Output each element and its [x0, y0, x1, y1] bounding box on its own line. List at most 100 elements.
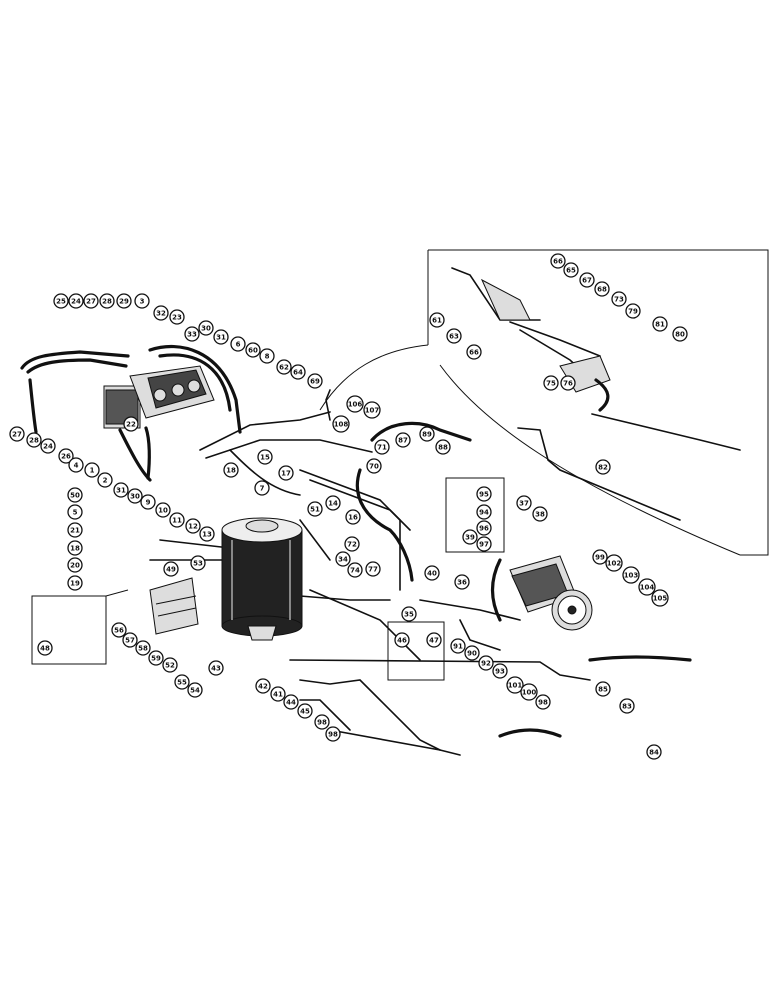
- callout-label: 98: [317, 719, 327, 727]
- callout-label: 30: [130, 493, 140, 501]
- callout-label: 41: [273, 691, 283, 699]
- callout-label: 57: [125, 637, 135, 645]
- callout-label: 24: [43, 443, 53, 451]
- callout-circle: [532, 506, 548, 522]
- callout-label: 54: [190, 687, 200, 695]
- callout-c49a: 49: [163, 561, 179, 577]
- callout-c77: 77: [365, 561, 381, 577]
- callout-c81: 81: [652, 316, 668, 332]
- callout-circle: [395, 432, 411, 448]
- callout-c40: 40: [424, 565, 440, 581]
- callout-circle: [67, 557, 83, 573]
- callout-c13: 13: [199, 526, 215, 542]
- callout-label: 72: [347, 541, 357, 549]
- callout-label: 68: [597, 286, 607, 294]
- callout-circle: [230, 336, 246, 352]
- callout-label: 3: [140, 298, 145, 306]
- callout-c18b: 18: [67, 540, 83, 556]
- callout-circle: [366, 458, 382, 474]
- callout-c91: 91: [450, 638, 466, 654]
- callout-label: 91: [453, 643, 463, 651]
- callout-label: 22: [126, 421, 136, 429]
- callout-label: 15: [260, 454, 270, 462]
- callout-circle: [563, 262, 579, 278]
- callout-circle: [223, 462, 239, 478]
- callout-circle: [67, 540, 83, 556]
- callout-c101: 101: [506, 676, 524, 694]
- callout-c20: 20: [67, 557, 83, 573]
- callout-circle: [605, 554, 623, 572]
- callout-c80: 80: [672, 326, 688, 342]
- callout-circle: [199, 526, 215, 542]
- hose-70-71: [355, 468, 414, 582]
- callout-c21: 21: [67, 522, 83, 538]
- callout-circle: [325, 495, 341, 511]
- callout-label: 31: [116, 487, 126, 495]
- callout-label: 7: [260, 485, 265, 493]
- callout-c47: 47: [426, 632, 442, 648]
- callout-circle: [290, 364, 306, 380]
- callout-c103: 103: [622, 566, 640, 584]
- callout-label: 44: [286, 699, 296, 707]
- callout-label: 83: [622, 703, 632, 711]
- callout-circle: [424, 565, 440, 581]
- callout-circle: [111, 622, 127, 638]
- callout-circle: [259, 348, 275, 364]
- callout-label: 47: [429, 637, 439, 645]
- callout-circle: [37, 640, 53, 656]
- callout-label: 56: [114, 627, 124, 635]
- callout-c53: 53: [190, 555, 206, 571]
- callout-label: 97: [479, 541, 489, 549]
- callout-label: 81: [655, 321, 665, 329]
- callout-label: 88: [438, 444, 448, 452]
- callout-circle: [83, 293, 99, 309]
- callout-circle: [297, 703, 313, 719]
- callout-c106: 106: [346, 395, 364, 413]
- callout-c96: 96: [476, 520, 492, 536]
- callout-label: 95: [479, 491, 489, 499]
- callout-label: 90: [467, 650, 477, 658]
- callout-circle: [67, 575, 83, 591]
- callout-circle: [169, 309, 185, 325]
- callout-circle: [535, 694, 551, 710]
- callout-c92: 92: [478, 655, 494, 671]
- callout-circle: [283, 694, 299, 710]
- callout-circle: [67, 504, 83, 520]
- callout-c99: 99: [592, 549, 608, 565]
- callout-c12: 12: [185, 518, 201, 534]
- callout-c33: 33: [184, 326, 200, 342]
- callout-label: 33: [187, 331, 197, 339]
- callout-label: 108: [334, 421, 349, 429]
- callout-label: 58: [138, 645, 148, 653]
- callout-circle: [307, 501, 323, 517]
- callout-c107: 107: [363, 401, 381, 419]
- callout-c98c: 98: [325, 726, 341, 742]
- callout-circle: [374, 439, 390, 455]
- callout-circle: [198, 320, 214, 336]
- lower-pipes: [289, 599, 692, 756]
- callout-label: 52: [165, 662, 175, 670]
- callout-c19: 19: [67, 575, 83, 591]
- callout-circle: [123, 416, 139, 432]
- callout-circle: [335, 551, 351, 567]
- callout-circle: [344, 536, 360, 552]
- callout-circle: [638, 578, 656, 596]
- callout-label: 96: [479, 525, 489, 533]
- callout-c59: 59: [148, 650, 164, 666]
- callout-circle: [140, 494, 156, 510]
- callout-c102: 102: [605, 554, 623, 572]
- callout-c98a: 98: [535, 694, 551, 710]
- callout-c31a: 31: [213, 329, 229, 345]
- callout-circle: [174, 674, 190, 690]
- callout-circle: [560, 375, 576, 391]
- callout-circle: [245, 342, 261, 358]
- detail-box-46-47: [387, 621, 445, 681]
- callout-circle: [163, 561, 179, 577]
- callout-c25: 25: [53, 293, 69, 309]
- callout-c73: 73: [611, 291, 627, 307]
- callout-c58: 58: [135, 640, 151, 656]
- callout-c31b: 31: [113, 482, 129, 498]
- callout-circle: [278, 465, 294, 481]
- callout-label: 105: [653, 595, 668, 603]
